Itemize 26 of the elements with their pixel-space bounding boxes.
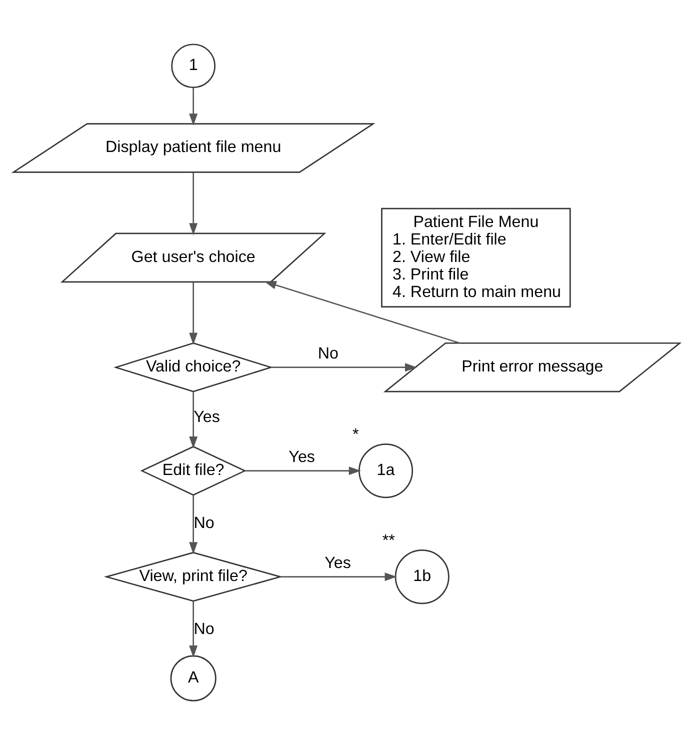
node-label: ** xyxy=(382,531,395,550)
arrow xyxy=(189,172,198,236)
node-circle: 1b xyxy=(394,550,450,604)
edge-label: No xyxy=(318,344,338,363)
edge-label: Yes xyxy=(324,554,351,572)
node-circle: 1a xyxy=(358,444,414,498)
node-diamond: Edit file? xyxy=(140,446,246,496)
arrow xyxy=(189,601,198,658)
arrow xyxy=(264,280,460,344)
arrow xyxy=(271,363,418,372)
arrow xyxy=(189,392,198,449)
arrow xyxy=(189,282,198,345)
node-diamond: View, print file? xyxy=(104,552,283,602)
node-circle: A xyxy=(170,655,216,702)
edge-label: No xyxy=(194,514,214,532)
node-label: * xyxy=(352,425,359,444)
edge-label: No xyxy=(194,620,214,638)
node-circle: 1 xyxy=(171,44,216,88)
arrow xyxy=(189,495,198,554)
arrow xyxy=(244,466,361,476)
edge-label: Yes xyxy=(194,408,220,426)
node-box: Patient File Menu 1. Enter/Edit file 2. View file 3. Print file 4. Return to main menu xyxy=(381,208,571,308)
arrow xyxy=(189,88,198,126)
edge-label: Yes xyxy=(288,448,315,466)
node-diamond: Valid choice? xyxy=(114,342,274,392)
arrow xyxy=(280,572,397,582)
